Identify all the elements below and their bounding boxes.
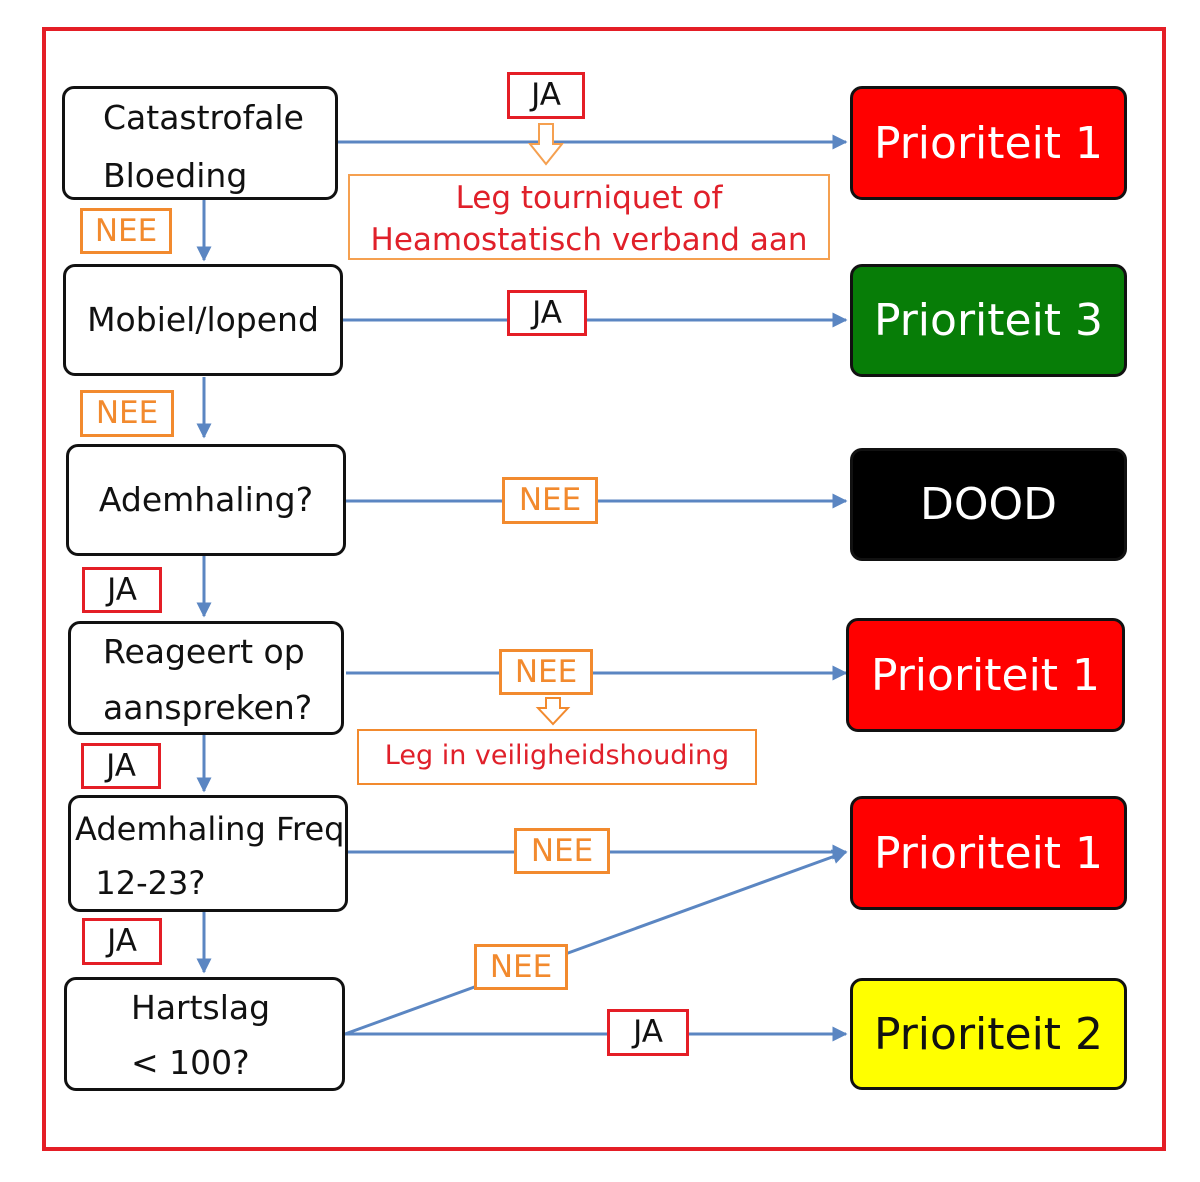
outcome-prioriteit-2: Prioriteit 2 (850, 978, 1127, 1090)
label-ja-down-3: JA (82, 567, 162, 613)
label-ja-bloeding: JA (507, 72, 585, 119)
outcome-prioriteit-3: Prioriteit 3 (850, 264, 1127, 377)
note-veiligheidshouding: Leg in veiligheidshouding (357, 729, 757, 785)
label-nee-freq: NEE (514, 828, 610, 874)
label-ja-mobiel: JA (507, 290, 587, 336)
arrow-q6-o5 (344, 849, 848, 1036)
question-ademhaling: Ademhaling? (66, 444, 346, 556)
down-arrow-to-note-1 (527, 123, 565, 166)
label-ja-hartslag: JA (607, 1009, 689, 1056)
outcome-prioriteit-1-aanspreken: Prioriteit 1 (846, 618, 1125, 732)
outcome-prioriteit-1-bloeding: Prioriteit 1 (850, 86, 1127, 200)
diagram-frame (42, 27, 1166, 1151)
label-nee-aanspreken: NEE (499, 649, 593, 695)
note-tourniquet: Leg tourniquet of Heamostatisch verband … (348, 174, 830, 260)
question-hartslag: Hartslag < 100? (64, 977, 345, 1091)
question-ademhaling-freq: Ademhaling Freq 12-23? (68, 795, 348, 912)
outcome-prioriteit-1-freq: Prioriteit 1 (850, 796, 1127, 910)
outcome-dood: DOOD (850, 448, 1127, 561)
label-ja-down-4: JA (81, 743, 161, 789)
label-nee-ademhaling: NEE (502, 477, 598, 524)
down-arrow-to-note-2 (535, 697, 571, 726)
question-reageert-op-aanspreken: Reageert op aanspreken? (68, 621, 344, 735)
question-mobiel-lopend: Mobiel/lopend (63, 264, 343, 376)
label-nee-hartslag: NEE (474, 944, 568, 990)
label-ja-down-5: JA (82, 918, 162, 965)
label-nee-down-2: NEE (80, 390, 174, 437)
label-nee-down-1: NEE (80, 208, 172, 254)
question-catastrofale-bloeding: Catastrofale Bloeding (62, 86, 338, 200)
